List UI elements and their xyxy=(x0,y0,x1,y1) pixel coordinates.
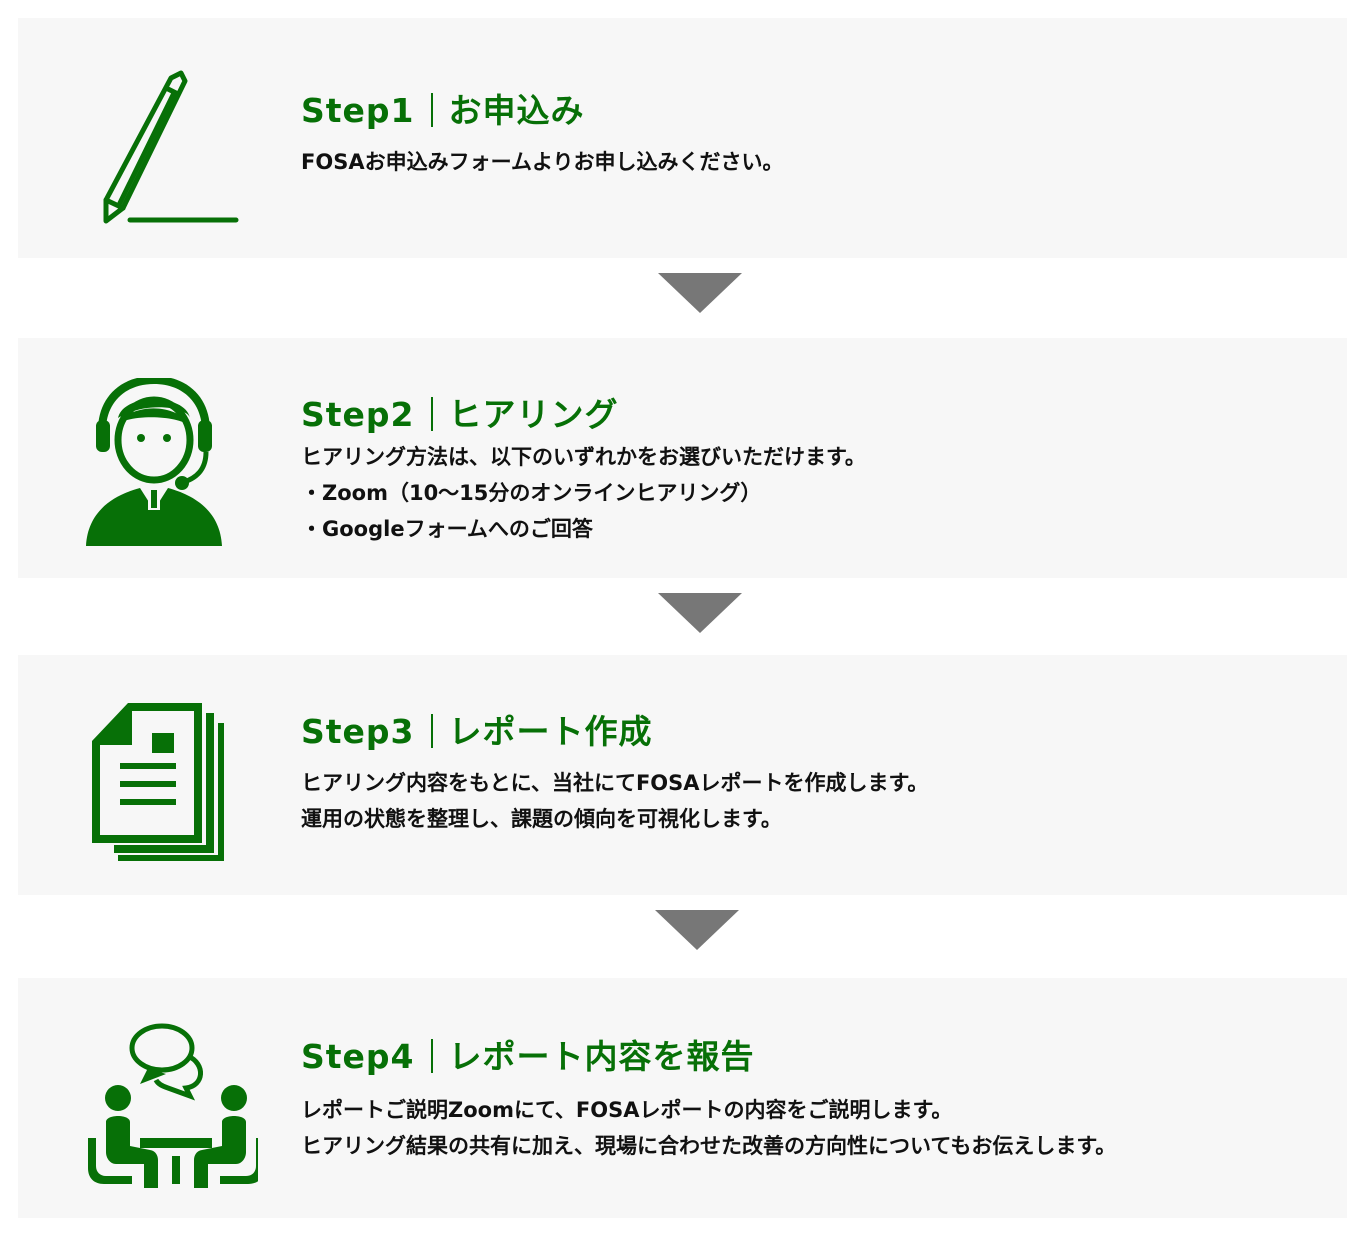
meeting-icon xyxy=(88,1023,258,1188)
step-title: Step4 レポート内容を報告 xyxy=(301,1030,755,1078)
divider xyxy=(430,714,433,748)
description-line: ヒアリング結果の共有に加え、現場に合わせた改善の方向性についてもお伝えします。 xyxy=(301,1134,1117,1158)
step-description: FOSAお申込みフォームよりお申し込みください。 xyxy=(301,144,784,180)
description-line: ヒアリング方法は、以下のいずれかをお選びいただけます。 xyxy=(301,445,866,469)
step-heading: ヒアリング xyxy=(448,395,619,434)
down-arrow-icon xyxy=(658,593,742,633)
down-arrow-icon xyxy=(658,273,742,313)
description-line: FOSAお申込みフォームよりお申し込みください。 xyxy=(301,150,784,174)
description-line: ・Zoom（10〜15分のオンラインヒアリング） xyxy=(301,481,762,505)
step-number: Step2 xyxy=(301,395,415,434)
step-title: Step3 レポート作成 xyxy=(301,705,653,753)
description-line: ヒアリング内容をもとに、当社にてFOSAレポートを作成します。 xyxy=(301,771,929,795)
step-1-panel: Step1 お申込み FOSAお申込みフォームよりお申し込みください。 xyxy=(18,18,1347,258)
step-title: Step2 ヒアリング xyxy=(301,388,619,436)
divider xyxy=(430,1039,433,1073)
step-description: ヒアリング方法は、以下のいずれかをお選びいただけます。 ・Zoom（10〜15分… xyxy=(301,439,866,547)
down-arrow-icon xyxy=(655,910,739,950)
step-number: Step3 xyxy=(301,712,415,751)
step-title: Step1 お申込み xyxy=(301,84,585,132)
step-3-panel: Step3 レポート作成 ヒアリング内容をもとに、当社にてFOSAレポートを作成し… xyxy=(18,655,1347,895)
step-description: ヒアリング内容をもとに、当社にてFOSAレポートを作成します。 運用の状態を整理… xyxy=(301,765,928,837)
description-line: ・Googleフォームへのご回答 xyxy=(301,517,593,541)
step-heading: お申込み xyxy=(448,91,585,130)
divider xyxy=(430,397,433,431)
step-heading: レポート内容を報告 xyxy=(448,1037,755,1076)
pencil-icon xyxy=(103,70,239,224)
step-heading: レポート作成 xyxy=(448,712,653,751)
step-number: Step1 xyxy=(301,91,415,130)
step-description: レポートご説明Zoomにて、FOSAレポートの内容をご説明します。 ヒアリング結… xyxy=(301,1092,1116,1164)
document-icon xyxy=(92,703,224,861)
step-4-panel: Step4 レポート内容を報告 レポートご説明Zoomにて、FOSAレポートの内容… xyxy=(18,978,1347,1218)
description-line: 運用の状態を整理し、課題の傾向を可視化します。 xyxy=(301,807,782,831)
divider xyxy=(430,93,433,127)
step-number: Step4 xyxy=(301,1037,415,1076)
description-line: レポートご説明Zoomにて、FOSAレポートの内容をご説明します。 xyxy=(301,1098,953,1122)
step-2-panel: Step2 ヒアリング ヒアリング方法は、以下のいずれかをお選びいただけます。 ・… xyxy=(18,338,1347,578)
headset-operator-icon xyxy=(86,378,222,546)
